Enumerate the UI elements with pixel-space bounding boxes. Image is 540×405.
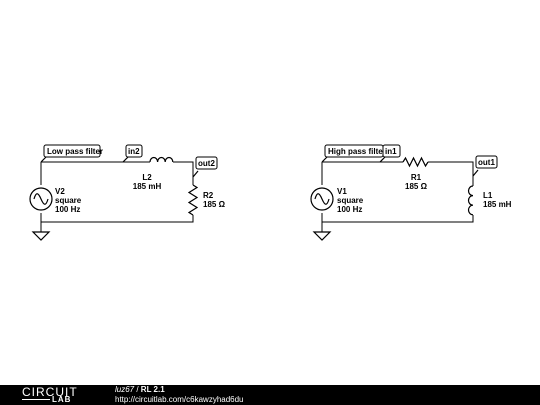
- tag-out1[interactable]: out1: [472, 155, 498, 177]
- circuit-url[interactable]: http://circuitlab.com/c6kawzyhad6du: [115, 395, 244, 404]
- tag-low-pass-filter-label: Low pass filter: [47, 147, 103, 156]
- ground-icon: [312, 231, 332, 241]
- v2-wave-label: square: [55, 196, 82, 205]
- schematic-canvas: Low pass filter in2 out2 V2 square 100 H…: [29, 144, 512, 241]
- logo-bottom-text: LAB: [52, 395, 72, 404]
- r1-name-label: R1: [411, 173, 422, 182]
- footer-title-line: luz67 / RL 2.1: [115, 385, 244, 395]
- v2-name-label: V2: [55, 187, 65, 196]
- tag-out2-label: out2: [198, 159, 215, 168]
- wire: [173, 161, 194, 185]
- r2-value-label: 185 Ω: [203, 200, 226, 209]
- v1-name-label: V1: [337, 187, 347, 196]
- l1-value-label: 185 mH: [483, 200, 512, 209]
- tag-low-pass-filter[interactable]: Low pass filter: [40, 144, 103, 163]
- tag-in2[interactable]: in2: [122, 144, 143, 163]
- voltage-source-v1[interactable]: [310, 187, 334, 211]
- v2-freq-label: 100 Hz: [55, 205, 80, 214]
- footer-bar: CIRCUIT LAB luz67 / RL 2.1 http://circui…: [0, 385, 540, 405]
- tag-high-pass-filter-label: High pass filter: [328, 147, 386, 156]
- high-pass-circuit: High pass filter in1 out1 V1 square 100 …: [310, 144, 512, 241]
- l1-name-label: L1: [483, 191, 493, 200]
- r2-name-label: R2: [203, 191, 214, 200]
- r1-value-label: 185 Ω: [405, 182, 428, 191]
- resistor-r1[interactable]: [402, 156, 429, 168]
- v1-wave-label: square: [337, 196, 364, 205]
- wire: [322, 215, 474, 223]
- tag-high-pass-filter[interactable]: High pass filter: [321, 144, 386, 163]
- inductor-l2[interactable]: [149, 156, 174, 163]
- low-pass-circuit: Low pass filter in2 out2 V2 square 100 H…: [29, 144, 226, 241]
- tag-out2[interactable]: out2: [192, 156, 218, 178]
- tag-in1[interactable]: in1: [379, 144, 401, 163]
- wire: [41, 215, 194, 223]
- resistor-r2[interactable]: [187, 184, 199, 216]
- l2-name-label: L2: [142, 173, 152, 182]
- author-link[interactable]: luz67: [115, 385, 135, 394]
- inductor-l1[interactable]: [467, 185, 474, 216]
- v1-freq-label: 100 Hz: [337, 205, 362, 214]
- l2-value-label: 185 mH: [133, 182, 162, 191]
- logo-top-text: CIRCUIT: [22, 385, 78, 399]
- tag-out1-label: out1: [478, 158, 495, 167]
- logo-line: [22, 399, 50, 400]
- circuit-title: RL 2.1: [140, 385, 165, 394]
- footer-info: luz67 / RL 2.1 http://circuitlab.com/c6k…: [115, 385, 244, 405]
- tag-in1-label: in1: [385, 147, 397, 156]
- voltage-source-v2[interactable]: [29, 187, 53, 211]
- wire: [428, 161, 474, 186]
- title-separator: /: [134, 385, 141, 394]
- circuitlab-logo[interactable]: CIRCUIT LAB: [22, 385, 94, 404]
- tag-in2-label: in2: [128, 147, 140, 156]
- ground-icon: [31, 231, 51, 241]
